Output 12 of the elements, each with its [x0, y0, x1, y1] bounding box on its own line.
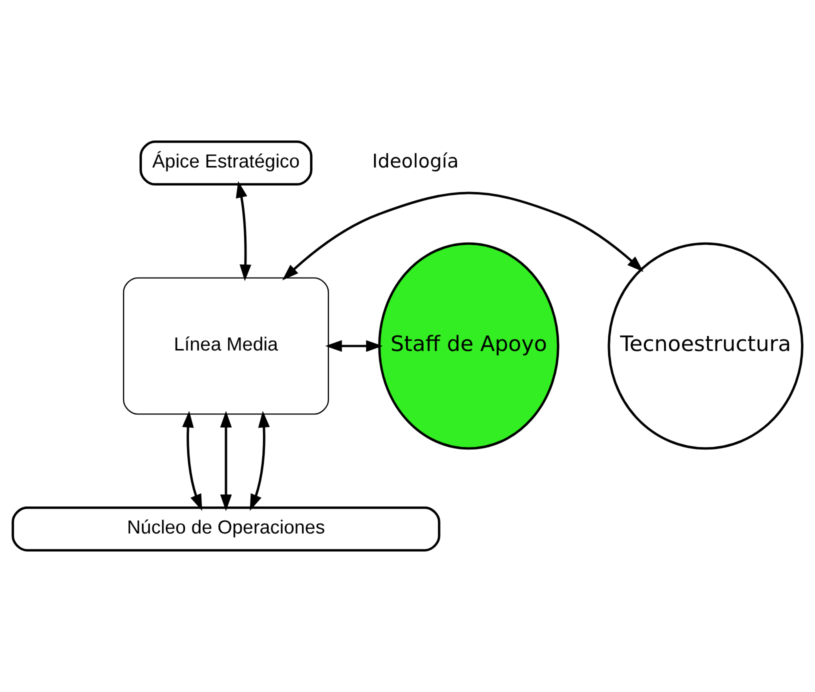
node-box: Núcleo de Operaciones — [12, 506, 440, 552]
node-box: Ápice Estratégico — [140, 140, 312, 186]
node-ellipse: Staff de Apoyo — [378, 242, 560, 450]
arrow — [182, 410, 202, 511]
label: Ideología — [372, 150, 459, 173]
arrow — [325, 340, 383, 352]
node-box: Línea Media — [122, 277, 329, 415]
arrow — [236, 181, 252, 282]
arrow — [250, 410, 270, 511]
arrow — [282, 192, 644, 280]
arrow — [220, 410, 232, 512]
node-circle: Tecnoestructura — [608, 242, 804, 450]
